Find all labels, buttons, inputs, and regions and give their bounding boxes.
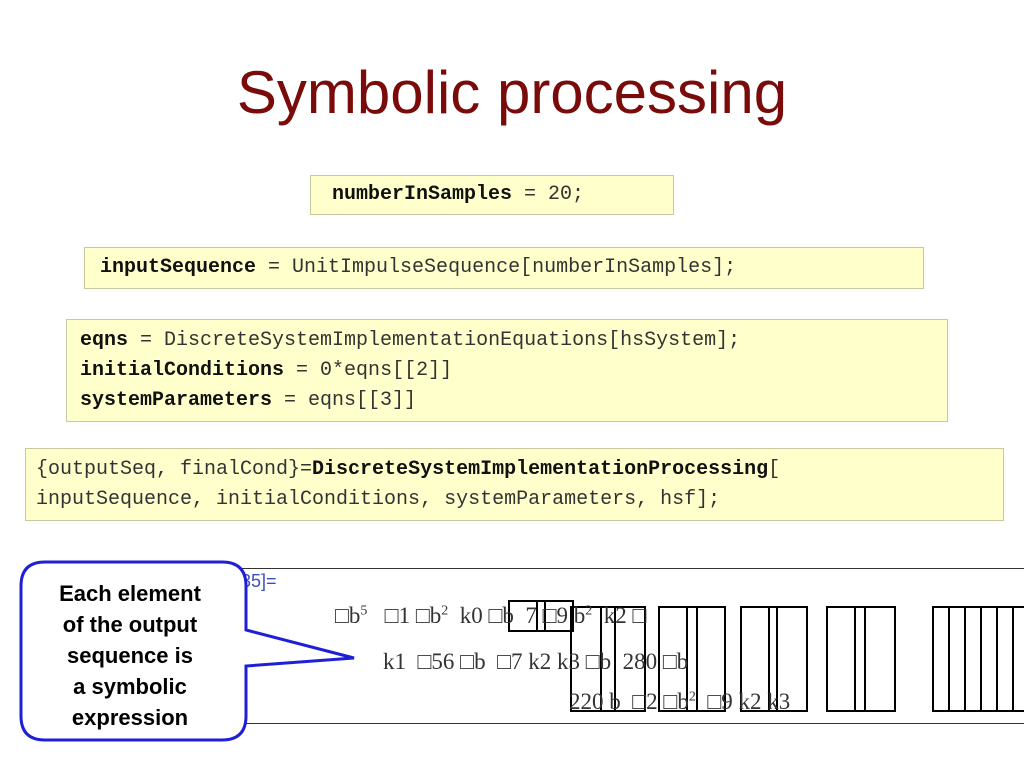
output-cell: 35]= □b5 □1 □b2 k0 □b 7 □9 b2 k2 □ k1 □5…: [240, 568, 1024, 724]
garbled-glyph-boxes: [508, 600, 1024, 712]
output-expression-row1: □b5 □1 □b2 k0 □b 7 □9 b2 k2 □: [335, 603, 647, 628]
output-label: 35]=: [241, 571, 277, 591]
code-keyword: initialConditions: [80, 359, 285, 382]
code-block-number-in-samples: numberInSamples = 20;: [310, 175, 674, 215]
code-text: [: [768, 458, 781, 481]
output-expression-row2: k1 □56 □b □7 k2 k3 □b 280 □b: [383, 649, 689, 674]
code-text: = UnitImpulseSequence[numberInSamples];: [256, 256, 737, 279]
code-text: = 20;: [512, 183, 585, 206]
code-text: = eqns[[3]]: [272, 389, 417, 412]
code-keyword: inputSequence: [100, 256, 257, 279]
code-block-equations: eqns = DiscreteSystemImplementationEquat…: [66, 319, 948, 422]
code-function: DiscreteSystemImplementationProcessing: [312, 458, 769, 481]
output-expression-row3: 220 b □2 □b2 □9 k2 k3: [569, 689, 791, 714]
code-keyword: numberInSamples: [332, 183, 513, 206]
code-block-input-sequence: inputSequence = UnitImpulseSequence[numb…: [84, 247, 924, 289]
code-text: = 0*eqns[[2]]: [284, 359, 453, 382]
code-keyword: eqns: [80, 329, 129, 352]
code-block-processing-call: {outputSeq, finalCond}=DiscreteSystemImp…: [25, 448, 1004, 521]
code-text: inputSequence, initialConditions, system…: [36, 488, 721, 511]
callout-text: Each element of the output sequence is a…: [59, 581, 201, 730]
code-text: = DiscreteSystemImplementationEquations[…: [128, 329, 741, 352]
code-keyword: systemParameters: [80, 389, 273, 412]
slide-title: Symbolic processing: [236, 59, 788, 126]
code-text: {outputSeq, finalCond}=: [36, 458, 313, 481]
